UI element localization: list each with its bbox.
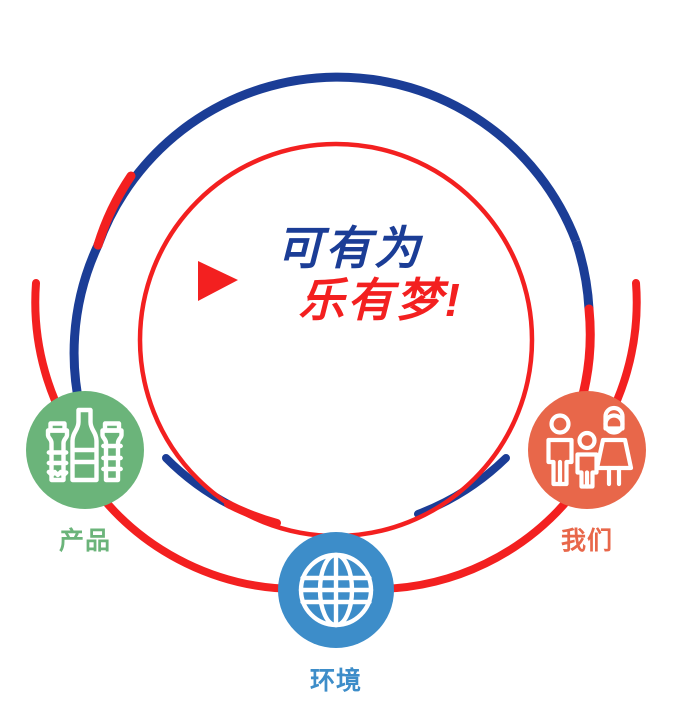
outer-ring-red-left-tip bbox=[93, 171, 136, 250]
play-triangle-icon bbox=[196, 258, 240, 304]
node-label-people: 我们 bbox=[560, 527, 613, 555]
family-people-icon bbox=[546, 405, 634, 489]
outer-red-arc-bottom-right bbox=[368, 486, 580, 594]
node-people[interactable] bbox=[528, 391, 646, 509]
node-environment[interactable] bbox=[278, 532, 394, 648]
globe-icon bbox=[298, 552, 374, 628]
outer-red-arc-bottom-left bbox=[92, 486, 304, 594]
node-label-product: 产品 bbox=[58, 527, 111, 555]
node-product[interactable] bbox=[26, 391, 144, 509]
bottles-icon bbox=[45, 407, 124, 483]
outer-ring-blue-top-arc bbox=[93, 72, 581, 247]
node-label-environment: 环境 bbox=[309, 667, 362, 695]
